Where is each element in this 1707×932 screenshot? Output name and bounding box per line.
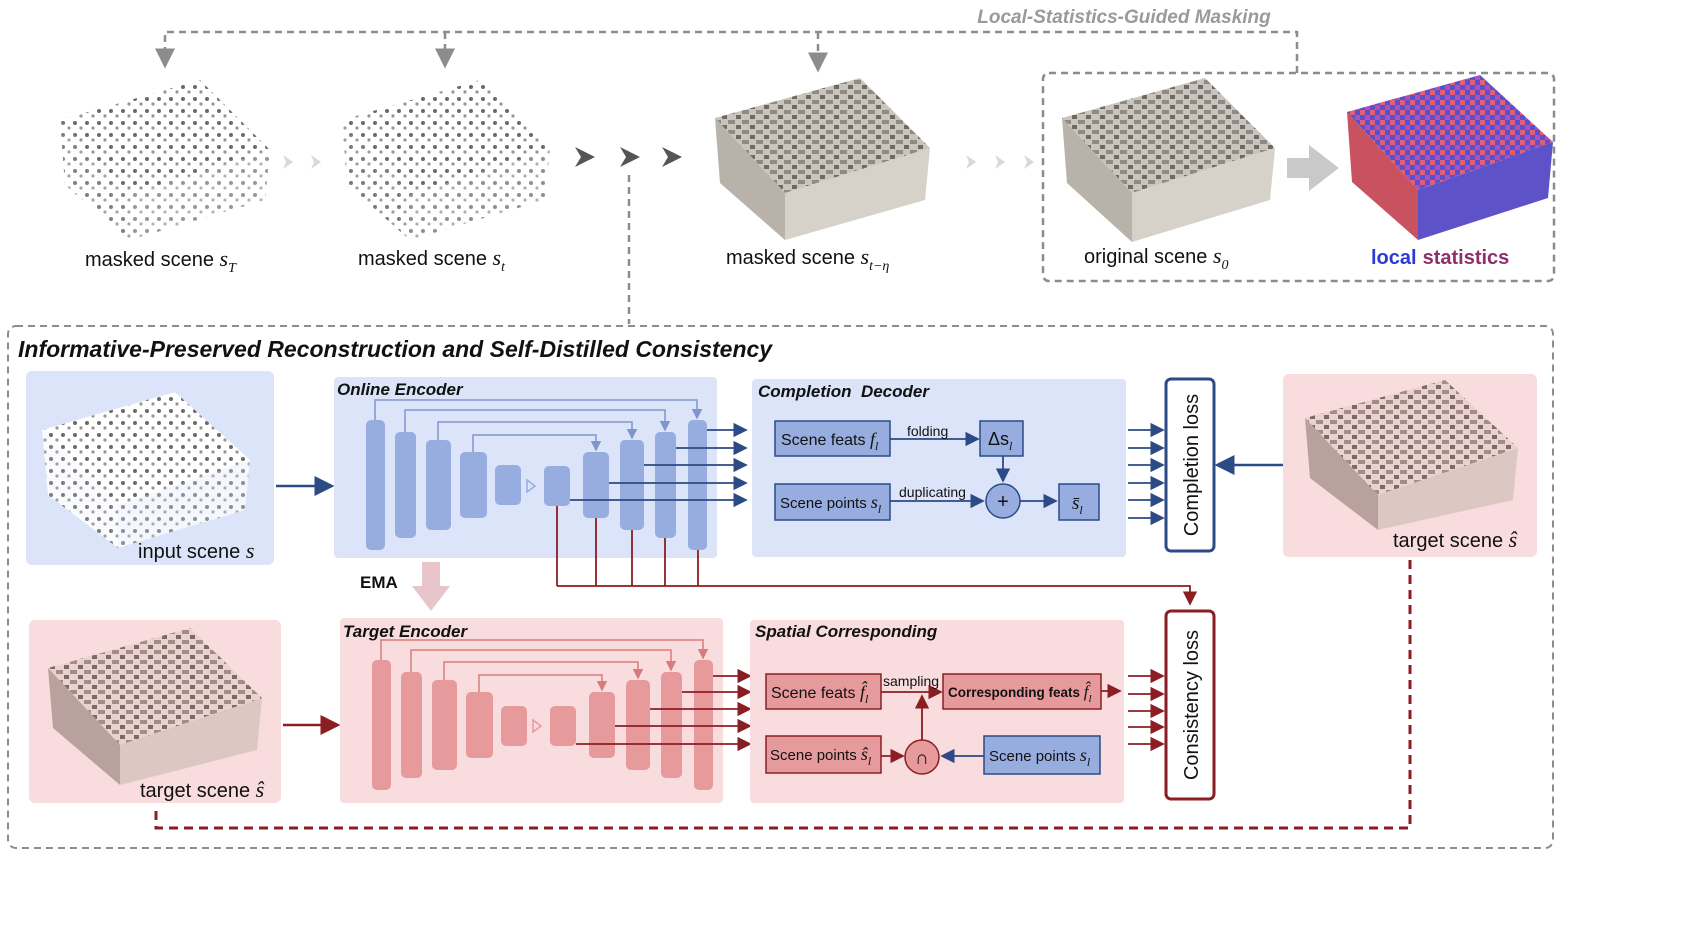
scene-points-blue-box [983,735,1101,775]
target-scene-bottom-label: target scene ŝ [140,777,265,802]
to-local-stats-arrow [1287,145,1339,191]
scene-label-st: masked scene st [358,245,506,275]
completion-loss-box [1164,377,1216,553]
original-stats-box [1041,71,1556,283]
online-to-consistency-route [556,506,1198,606]
online-to-decoder-arrows [570,422,748,508]
input-scene-thumbnail [42,392,250,548]
target-to-spatial-arrows [576,668,752,752]
target-skip-connections [380,639,709,692]
scene-points-box [774,483,891,521]
reconstruction-section-box [7,325,1554,849]
scene-points-hat-label: Scene points ŝl [770,744,872,768]
consistency-loss-box [1164,609,1216,801]
target-encoder-layers [372,660,713,790]
spatial-corresponding-panel [750,620,1124,803]
corresponding-feats-label: Corresponding feats f̂l [948,681,1092,705]
progress-arrows-light [283,155,321,169]
scene-label-s0: original scene s0 [1084,243,1229,273]
section-title: Informative-Preserved Reconstruction and… [18,336,773,362]
scene-thumbnail-masked-st-eta [715,78,930,240]
online-bottleneck-arrow [526,478,537,494]
target-bottleneck-arrow [532,718,543,734]
input-scene-label: input scene s [138,538,254,563]
progress-arrows-light-2 [966,155,1034,169]
scene-feats-label: Scene feats fl [781,429,879,453]
ema-label: EMA [360,573,398,592]
scene-thumbnail-masked-st [342,80,550,240]
delta-s-label: Δsl [988,429,1013,453]
target-scene-loop [154,560,1412,830]
online-encoder-layers [366,420,707,550]
sbar-box [1058,483,1100,521]
completion-loss-label: Completion loss [1181,394,1203,536]
spatial-to-consistency-loss-arrows [1101,668,1165,752]
scene-label-sT: masked scene sT [85,246,237,276]
scene-thumbnail-local-statistics [1347,75,1553,240]
scene-feats-box [774,420,891,457]
ema-arrow [412,562,450,611]
folding-label: folding [907,423,948,439]
target-scene-top-label: target scene ŝ [1393,527,1518,552]
decoder-to-completion-loss-arrows [1128,422,1165,526]
scene-thumbnail-original-s0 [1062,78,1275,242]
duplicating-label: duplicating [899,484,966,500]
online-skip-connections [374,399,703,452]
progress-arrows-dark [575,147,682,167]
scene-thumbnail-masked-sT [60,80,270,240]
scene-points-label: Scene points sl [780,492,882,516]
online-encoder-title: Online Encoder [337,380,464,399]
target-scene-bottom-thumbnail [48,628,262,785]
scene-points-blue-label: Scene points sl [989,745,1091,769]
corresponding-feats-box [942,673,1102,710]
sampling-label: sampling [883,673,939,689]
masking-feedback-path [155,30,1299,73]
sbar-label: s̄l [1072,493,1083,517]
scene-label-st-eta: masked scene st−η [726,244,889,274]
scene-points-hat-box [765,735,882,774]
completion-decoder-panel [752,379,1126,557]
spatial-corresponding-title: Spatial Corresponding [755,622,938,641]
target-encoder-title: Target Encoder [343,622,468,641]
intersection-symbol: ∩ [915,748,929,769]
consistency-loss-label: Consistency loss [1181,630,1203,780]
scene-feats-hat-label: Scene feats f̂l [771,681,869,706]
completion-decoder-title: Completion Decoder [758,382,930,401]
delta-s-box [979,420,1024,457]
target-scene-top-thumbnail [1305,380,1518,530]
scene-feats-hat-box [765,673,882,710]
masking-title: Local-Statistics-Guided Masking [977,7,1271,28]
plus-operator-symbol: + [997,491,1009,513]
